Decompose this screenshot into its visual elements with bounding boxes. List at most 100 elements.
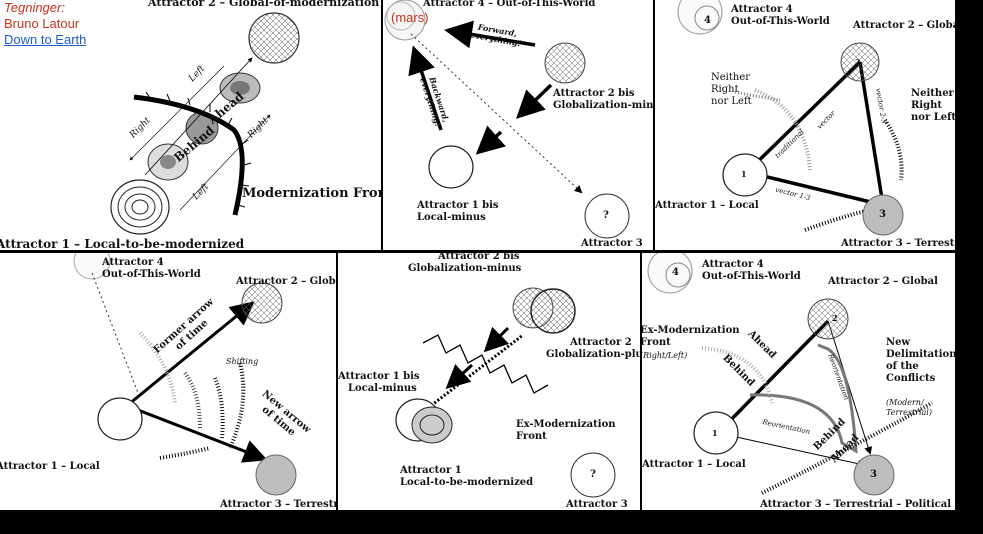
panel4-a3: Attractor 3 – Terrestrial: [220, 499, 336, 510]
terrestrial-circle-icon: [862, 194, 904, 236]
unknown-circle-icon: [570, 452, 616, 498]
panel2-drawing: [384, 0, 630, 239]
panel2-mars: (mars): [391, 10, 429, 25]
panel2-a1bis-1: Attractor 1 bis: [417, 200, 499, 211]
local-blob-icon: [722, 153, 768, 197]
panel5-a2plus-2: Globalization-plus: [546, 349, 640, 360]
panel5-q: ?: [590, 469, 596, 480]
panel5-a3: Attractor 3: [566, 499, 628, 510]
panel5-a1bis-1: Attractor 1 bis: [338, 371, 420, 382]
panel6-n3: 3: [870, 469, 877, 480]
panel2-q: ?: [603, 210, 609, 221]
local-blob-icon: [428, 145, 474, 189]
panel1-title-bottom: Attractor 1 – Local-to-be-modernized: [0, 237, 245, 250]
panel5-a2plus-1: Attractor 2: [570, 337, 632, 348]
panel5-exmod-1: Ex-Modernization: [516, 419, 616, 430]
panel3-neither-r2: Right: [911, 100, 942, 111]
local-blob-icon: [97, 397, 143, 441]
panel3-neither-l3: nor Left: [711, 96, 752, 107]
panel-new-delimitation: 4 Attractor 4 Out-of-This-World Attracto…: [642, 253, 955, 510]
panel-forward-backward: Attractor 4 – Out-of-This-World (mars) F…: [383, 0, 653, 250]
panel6-exmod-3: (Right/Left): [642, 351, 688, 360]
local-modernized-icon: [411, 406, 453, 444]
unknown-circle-icon: [584, 193, 630, 239]
panel3-a4-2: Out-of-This-World: [731, 16, 830, 27]
panel5-a2bis-1: Attractor 2 bis: [438, 253, 520, 262]
globe-icon: [544, 42, 586, 84]
panel5-a1bis-2: Local-minus: [348, 383, 417, 394]
panel-triangle: 4 Attractor 4 Out-of-This-World Attracto…: [655, 0, 955, 250]
panel6-n4: 4: [672, 267, 679, 278]
panel6-n2: 2: [832, 313, 838, 323]
panel3-drawing: [677, 0, 904, 236]
panel3-a2: Attractor 2 – Global: [853, 20, 955, 31]
panel5-exmod-2: Front: [516, 431, 547, 442]
panel6-a2: Attractor 2 – Global: [828, 276, 938, 287]
attractor4-circle-icon: [73, 253, 111, 280]
panel4-a2: Attractor 2 – Global: [236, 276, 336, 287]
panel5-a2bis-2: Globalization-minus: [408, 263, 522, 274]
panel-ex-modernization: Attractor 2 bis Globalization-minus Attr…: [338, 253, 640, 510]
panel-modernization-front: Attractor 2 – Global-of-modernization Mo…: [0, 0, 381, 250]
terrestrial-circle-icon: [255, 454, 297, 496]
panel6-exmod-2: Front: [642, 337, 671, 348]
panel5-a1-2: Local-to-be-modernized: [400, 477, 534, 488]
panel4-a1: Attractor 1 – Local: [0, 461, 100, 472]
reorientation-loop: [749, 343, 858, 454]
panel3-neither-r1: Neither: [911, 88, 954, 99]
panel3-neither-l1: Neither: [711, 72, 751, 83]
panel3-a1: Attractor 1 – Local: [655, 200, 759, 211]
panel5-drawing: [395, 287, 616, 498]
panel3-a4-1: Attractor 4: [731, 4, 793, 15]
panel6-modern-2: Terrestrial): [886, 408, 932, 417]
panel3-n2: 2: [855, 57, 861, 67]
panel3-neither-l2: Right: [711, 84, 739, 95]
globe-icon: [248, 12, 300, 64]
panel4-a4-1: Attractor 4: [102, 257, 164, 268]
modernization-front-arc: [133, 94, 245, 216]
credits: Tegninger: Bruno Latour Down to Earth: [4, 0, 86, 48]
panel3-n3: 3: [879, 209, 886, 220]
mars-circle-icon: [384, 0, 426, 41]
panel6-a1: Attractor 1 – Local: [642, 459, 746, 470]
local-blob-icon: [110, 179, 170, 235]
panel6-a3: Attractor 3 – Terrestrial – Political ac…: [760, 499, 955, 510]
panel6-newdelim-4: Conflicts: [886, 373, 936, 384]
panel2-a3: Attractor 3: [581, 238, 643, 249]
globe-icon: [807, 298, 849, 340]
attractor4-circle-icon: [677, 0, 723, 35]
panel6-newdelim-1: New: [886, 337, 911, 348]
panel5-a1-1: Attractor 1: [400, 465, 462, 476]
panel6-a4-2: Out-of-This-World: [702, 271, 801, 282]
credit-line2: Bruno Latour: [4, 16, 80, 31]
terrestrial-circle-icon: [853, 454, 895, 496]
panel4-a4-2: Out-of-This-World: [102, 269, 201, 280]
panel4-shifting: Shifting: [226, 357, 259, 366]
panel6-exmod-1: Ex-Modernization: [642, 325, 740, 336]
panel6-n1: 1: [712, 428, 718, 438]
panel4-drawing: [73, 253, 297, 496]
panel6-modern-1: (Modern/: [886, 398, 924, 407]
panel6-newdelim-2: Delimitation: [886, 349, 955, 360]
panel3-neither-r3: nor Left: [911, 112, 955, 123]
panel2-a2bis-1: Attractor 2 bis: [553, 88, 635, 99]
panel2-a4: Attractor 4 – Out-of-This-World: [423, 0, 596, 9]
local-blob-icon: [693, 411, 739, 455]
credit-line1: Tegninger:: [4, 0, 65, 15]
panel2-a2bis-2: Globalization-minus: [553, 100, 653, 111]
panel-arrow-of-time: Attractor 4 Out-of-This-World Attractor …: [0, 253, 336, 510]
panel1-title-top: Attractor 2 – Global-of-modernization: [148, 0, 380, 9]
attractor4-circle-icon: [647, 253, 693, 294]
globe-plus-icon: [530, 288, 576, 334]
globe-icon: [241, 282, 283, 324]
globe-icon: [840, 42, 880, 82]
panel1-drawing: [110, 12, 300, 235]
panel3-a3: Attractor 3 – Terrestrial: [841, 238, 955, 249]
credit-link[interactable]: Down to Earth: [4, 32, 87, 47]
panel6-a4-1: Attractor 4: [702, 259, 764, 270]
panel3-n4: 4: [704, 15, 711, 26]
panel6-newdelim-3: of the: [886, 361, 919, 372]
panel2-a1bis-2: Local-minus: [417, 212, 486, 223]
panel3-n1: 1: [741, 169, 747, 179]
panel1-front-label: Modernization Front: [242, 186, 381, 201]
